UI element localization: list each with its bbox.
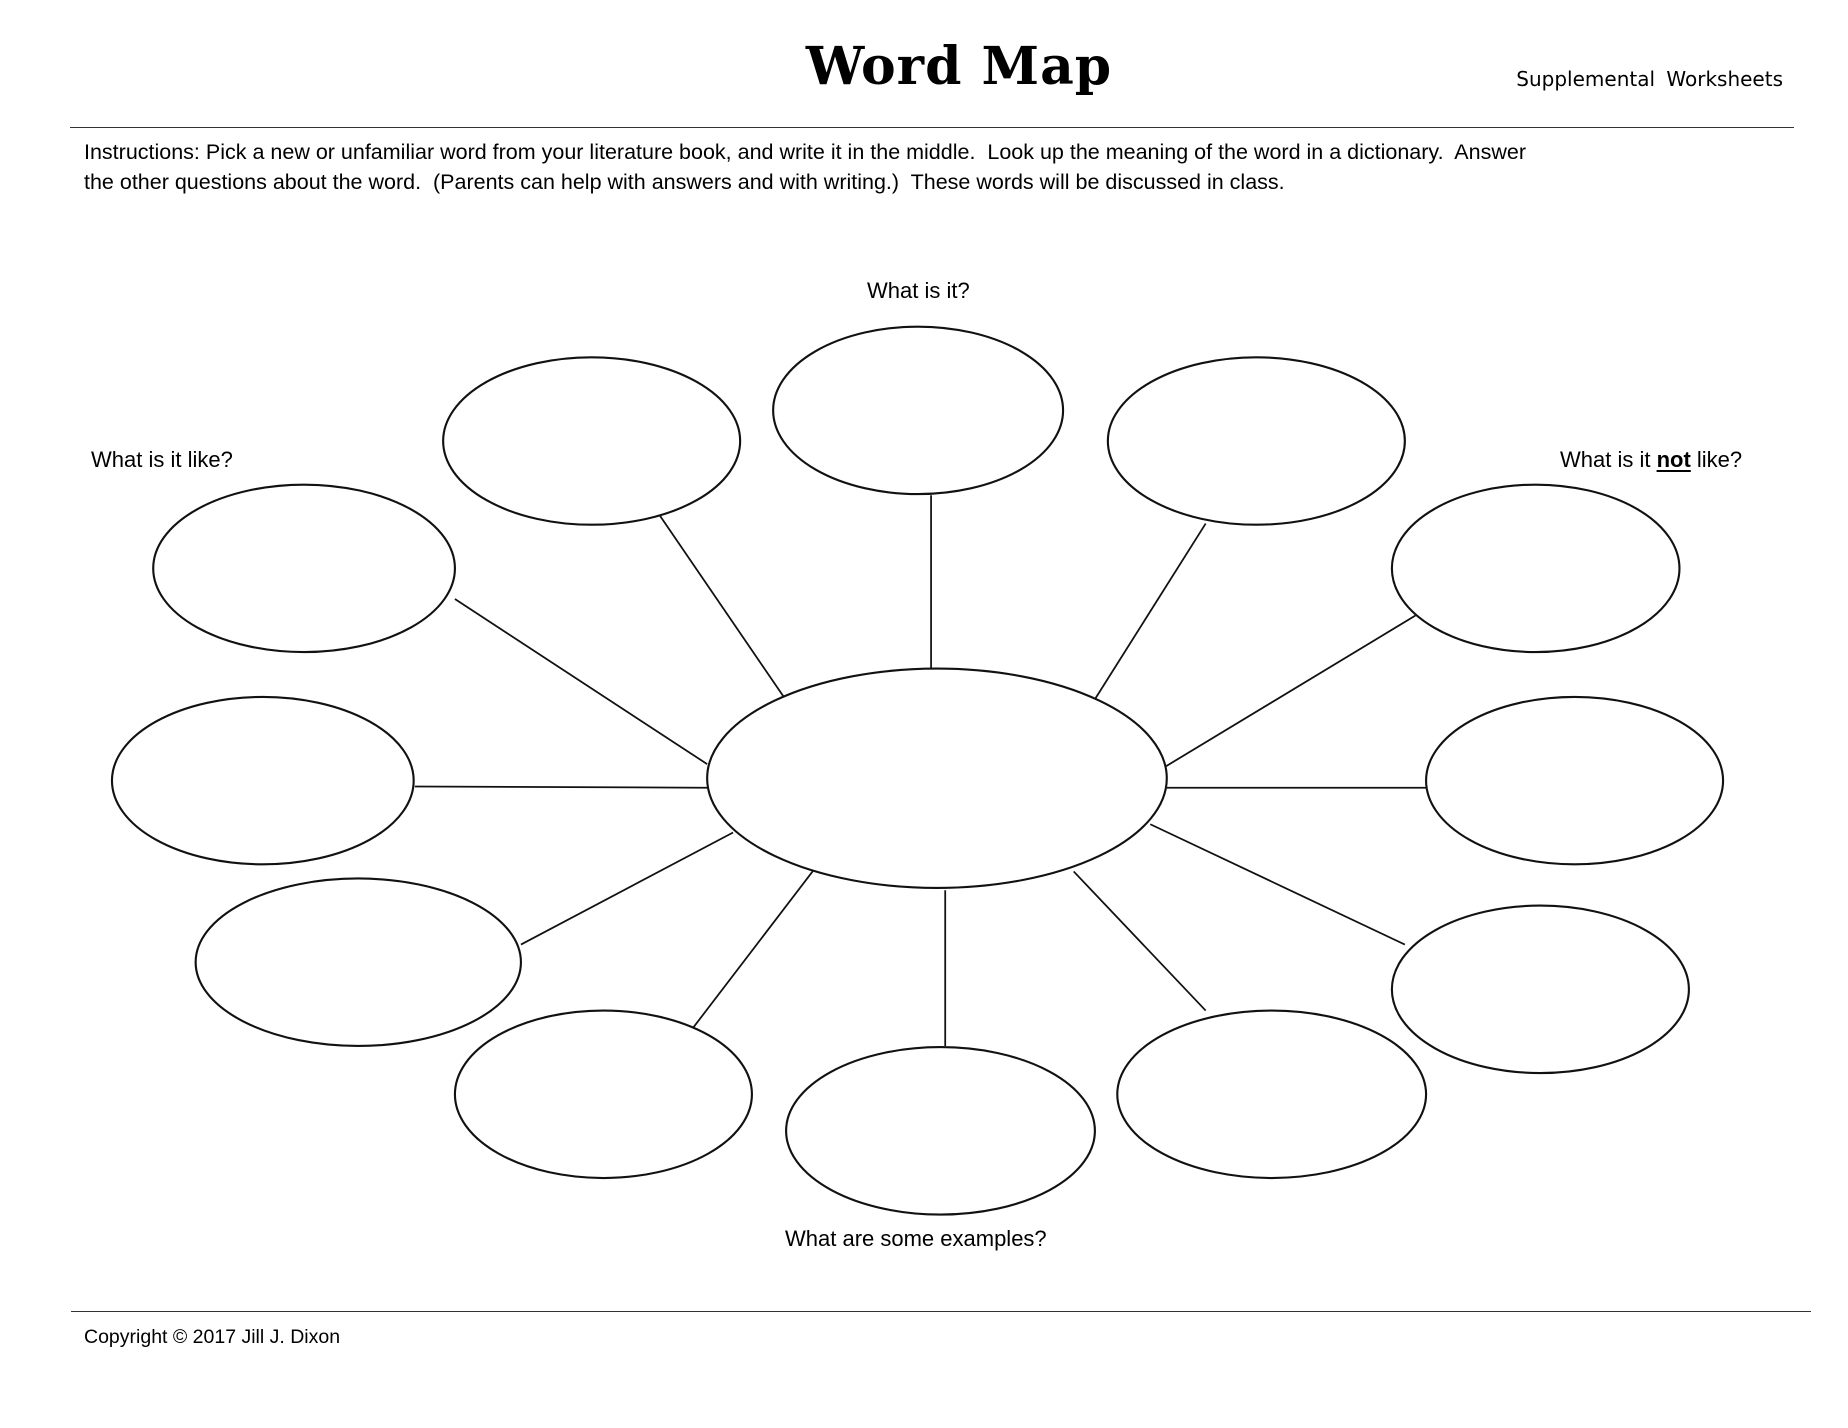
connector-lower-right <box>1149 823 1406 946</box>
bubble-not-like-1[interactable] <box>1390 483 1681 654</box>
connector-upper-left <box>454 598 708 765</box>
bubble-like-3[interactable] <box>194 877 522 1048</box>
connector-bottom-right <box>1073 870 1207 1012</box>
prompt-not-like-prefix: What is it <box>1560 447 1657 472</box>
header-divider <box>70 127 1794 128</box>
prompt-what-is-it: What is it? <box>867 278 970 303</box>
instructions: Instructions: Pick a new or unfamiliar w… <box>84 137 1774 197</box>
bubble-top-right[interactable] <box>1106 356 1406 526</box>
prompt-examples: What are some examples? <box>785 1226 1047 1251</box>
prompt-what-is-it-like: What is it like? <box>91 447 233 472</box>
footer-divider <box>71 1311 1811 1312</box>
bubble-like-2[interactable] <box>110 695 415 866</box>
page-title: Word Map <box>805 36 1113 97</box>
bubble-like-1[interactable] <box>152 483 456 654</box>
center-word-bubble[interactable] <box>706 667 1168 889</box>
prompt-what-is-it-not-like: What is it not like? <box>1560 447 1742 473</box>
bubble-not-like-3[interactable] <box>1390 904 1690 1075</box>
bubble-top-left[interactable] <box>442 356 742 526</box>
series-label: Supplemental Worksheets <box>1516 67 1783 91</box>
connector-lower-left <box>520 831 734 946</box>
prompt-not-emphasis: not <box>1656 447 1691 472</box>
copyright: Copyright © 2017 Jill J. Dixon <box>84 1326 341 1348</box>
connector-upper-right <box>1165 614 1416 768</box>
instructions-line-1: Instructions: Pick a new or unfamiliar w… <box>84 140 1526 164</box>
connector-bottom-left <box>691 868 816 1030</box>
connector-top-right <box>1094 523 1207 700</box>
connector-left <box>414 785 708 789</box>
prompt-not-like-suffix: like? <box>1690 447 1743 472</box>
bubble-example-1[interactable] <box>453 1009 753 1180</box>
bubble-example-3[interactable] <box>1116 1009 1428 1180</box>
connector-top-left <box>655 510 785 698</box>
bubble-what-is-it[interactable] <box>772 325 1065 496</box>
bubble-not-like-2[interactable] <box>1425 695 1725 866</box>
instructions-line-2: the other questions about the word. (Par… <box>84 170 1285 194</box>
bubble-example-2[interactable] <box>785 1046 1096 1216</box>
connector-lines <box>414 495 1427 1046</box>
